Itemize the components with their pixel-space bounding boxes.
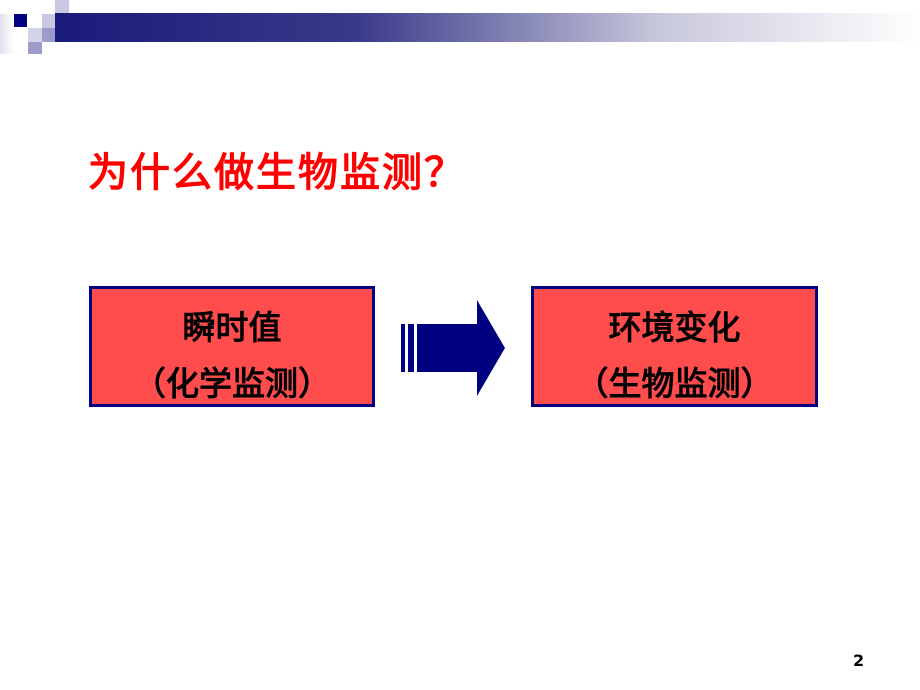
striped-right-arrow-icon xyxy=(401,300,505,396)
header-square xyxy=(0,0,14,14)
header-square xyxy=(28,28,42,42)
header-square xyxy=(42,28,55,42)
left-box-instant-value: 瞬时值 （化学监测） xyxy=(89,286,375,407)
header-bar xyxy=(55,13,920,42)
header-square xyxy=(0,14,14,54)
page-number: 2 xyxy=(853,651,865,670)
header-square xyxy=(14,14,27,27)
slide-title: 为什么做生物监测？ xyxy=(88,150,466,196)
left-box-line2: （化学监测） xyxy=(133,364,331,403)
right-box-line1: 环境变化 xyxy=(608,308,741,347)
right-box-environment-change: 环境变化 （生物监测） xyxy=(531,286,818,407)
header-square xyxy=(55,0,69,14)
left-box-line1: 瞬时值 xyxy=(182,308,282,347)
header-square xyxy=(42,14,55,28)
header-square xyxy=(28,42,42,54)
right-box-line2: （生物监测） xyxy=(575,364,774,403)
